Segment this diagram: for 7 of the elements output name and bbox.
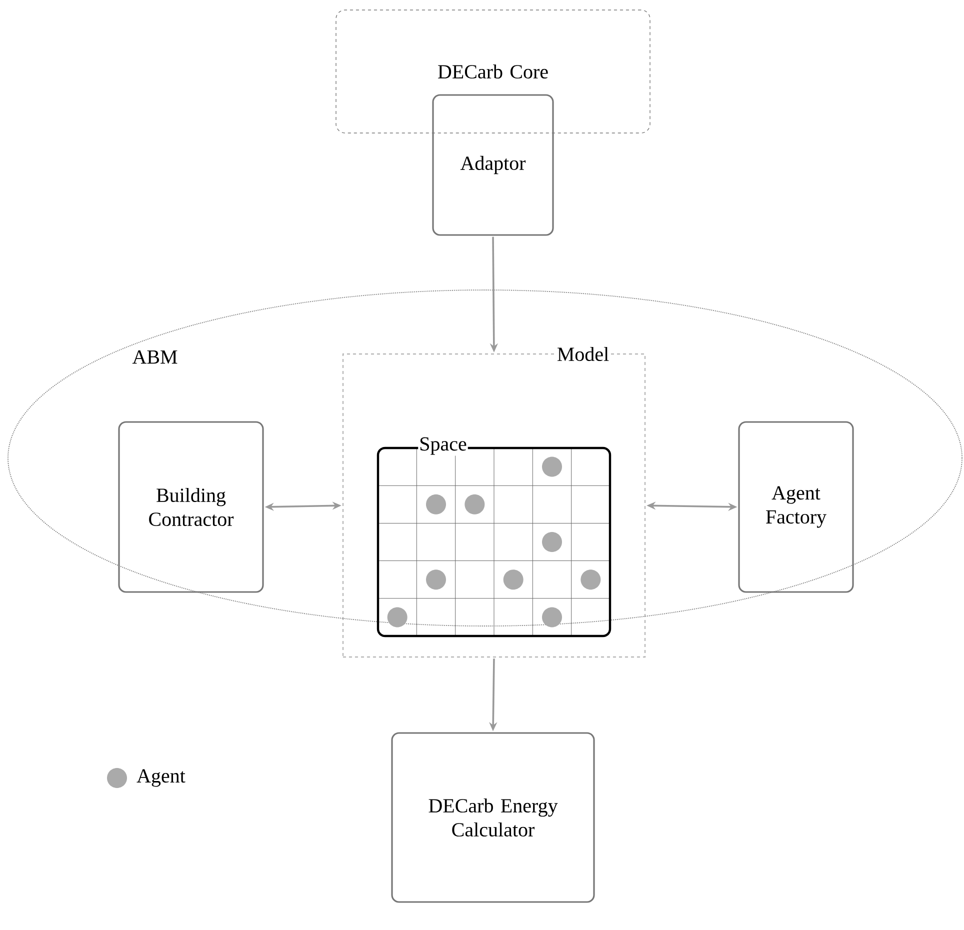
process-box: Agent Factory [738, 421, 854, 593]
process-box: Adaptor [432, 94, 554, 236]
process-box: Building Contractor [118, 421, 264, 593]
group-box: DECarb Core [336, 10, 650, 134]
grid-box: Space [376, 436, 612, 638]
legend-label: Agent [136, 769, 186, 787]
process-box: DECarb Energy Calculator [391, 732, 595, 903]
